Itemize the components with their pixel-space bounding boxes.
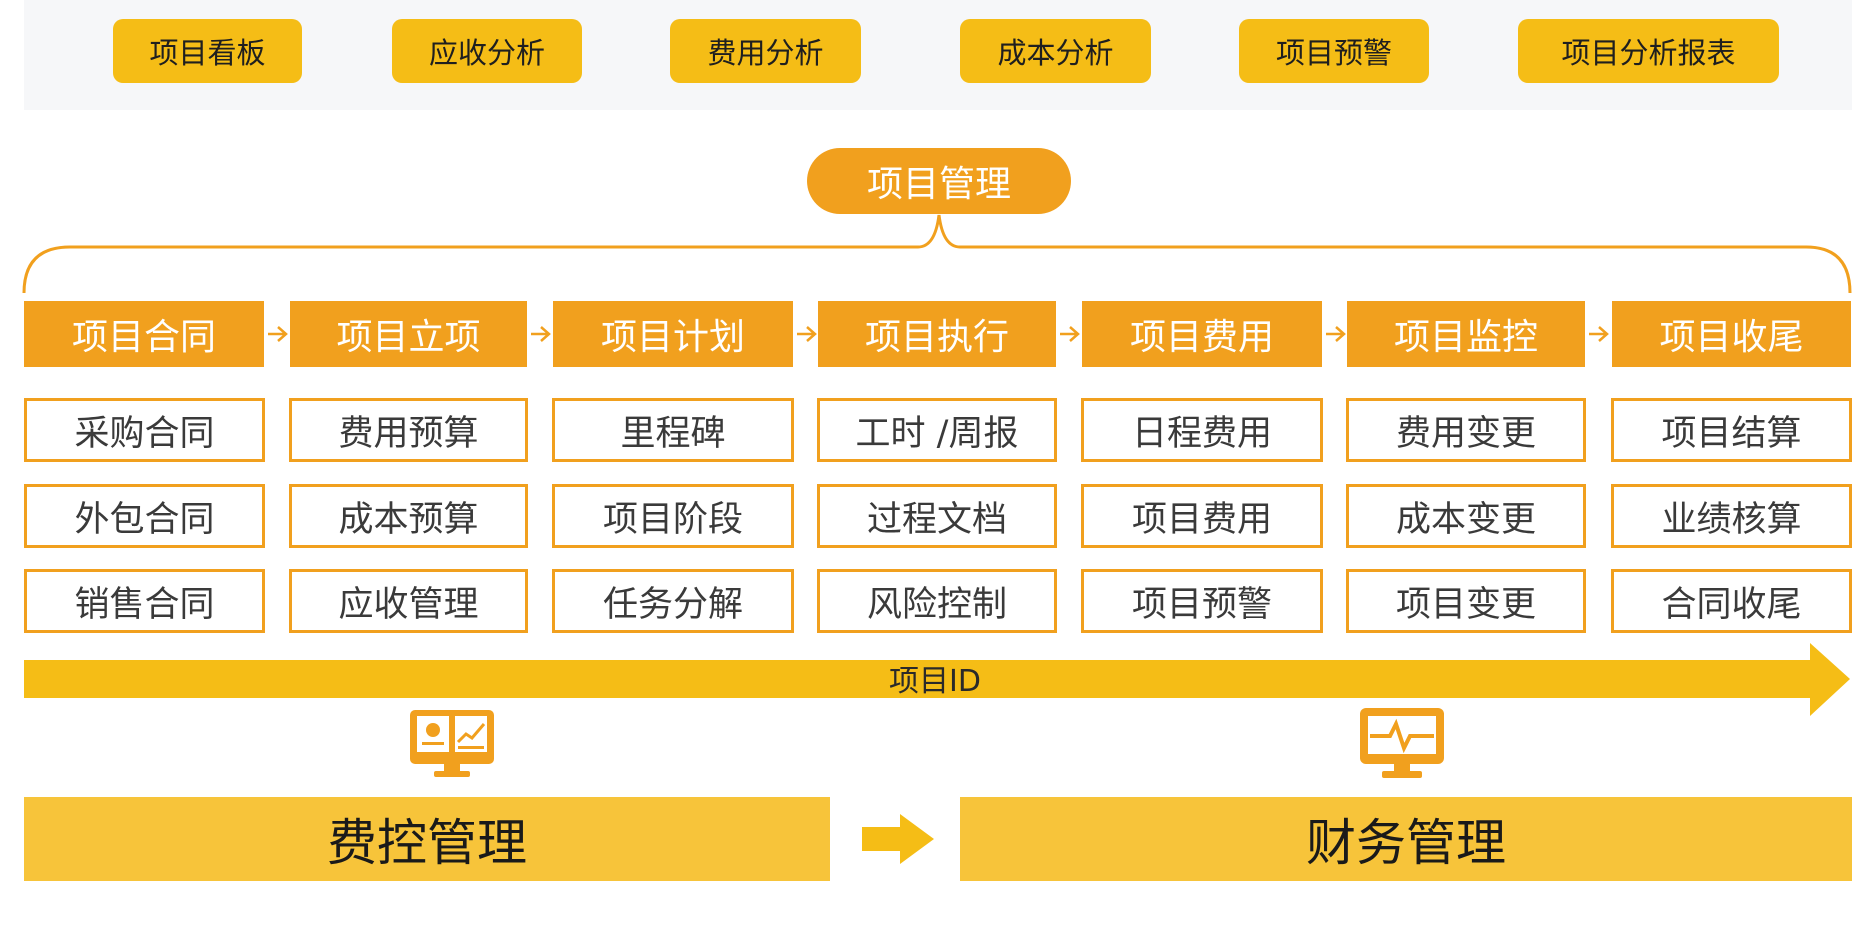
- nav-expense-analysis[interactable]: 费用分析: [670, 19, 861, 83]
- item-project-warning: 项目预警: [1081, 569, 1323, 633]
- nav-project-dashboard[interactable]: 项目看板: [113, 19, 302, 83]
- stage-closing: 项目收尾: [1612, 301, 1851, 367]
- item-project-change: 项目变更: [1346, 569, 1586, 633]
- chevron-right-icon: [1589, 326, 1609, 342]
- chevron-right-icon: [1060, 326, 1080, 342]
- chevron-right-icon: [531, 326, 551, 342]
- item-milestone: 里程碑: [552, 398, 794, 462]
- expense-control-management: 费控管理: [24, 797, 830, 881]
- monitor-pulse-icon: [1360, 708, 1444, 778]
- item-receivable-management: 应收管理: [289, 569, 528, 633]
- item-expense-change: 费用变更: [1346, 398, 1586, 462]
- item-purchase-contract: 采购合同: [24, 398, 265, 462]
- item-expense-budget: 费用预算: [289, 398, 528, 462]
- project-management-hub: 项目管理: [807, 148, 1071, 214]
- item-project-phase: 项目阶段: [552, 484, 794, 548]
- stage-execution: 项目执行: [818, 301, 1056, 367]
- item-contract-closing: 合同收尾: [1611, 569, 1852, 633]
- stage-expense: 项目费用: [1082, 301, 1322, 367]
- item-sales-contract: 销售合同: [24, 569, 265, 633]
- nav-project-report[interactable]: 项目分析报表: [1518, 19, 1779, 83]
- item-task-breakdown: 任务分解: [552, 569, 794, 633]
- hub-brace: [22, 214, 1852, 294]
- item-hours-weekly-report: 工时 /周报: [817, 398, 1057, 462]
- project-id-label: 项目ID: [889, 664, 981, 699]
- chevron-right-icon: [1326, 326, 1346, 342]
- stage-monitoring: 项目监控: [1347, 301, 1585, 367]
- chevron-right-icon: [797, 326, 817, 342]
- item-project-settlement: 项目结算: [1611, 398, 1852, 462]
- item-daily-expense: 日程费用: [1081, 398, 1323, 462]
- monitor-dashboard-icon: [410, 710, 494, 777]
- nav-project-warning[interactable]: 项目预警: [1239, 19, 1429, 83]
- chevron-right-icon: [268, 326, 288, 342]
- nav-cost-analysis[interactable]: 成本分析: [960, 19, 1151, 83]
- item-risk-control: 风险控制: [817, 569, 1057, 633]
- stage-contract: 项目合同: [24, 301, 264, 367]
- item-process-documents: 过程文档: [817, 484, 1057, 548]
- item-cost-budget: 成本预算: [289, 484, 528, 548]
- item-outsourcing-contract: 外包合同: [24, 484, 265, 548]
- stage-initiation: 项目立项: [290, 301, 527, 367]
- item-project-expense: 项目费用: [1081, 484, 1323, 548]
- arrow-right-icon: [862, 814, 934, 864]
- project-id-arrow: [24, 643, 1850, 716]
- item-cost-change: 成本变更: [1346, 484, 1586, 548]
- stage-planning: 项目计划: [553, 301, 793, 367]
- item-performance-accounting: 业绩核算: [1611, 484, 1852, 548]
- financial-management: 财务管理: [960, 797, 1852, 881]
- nav-receivable-analysis[interactable]: 应收分析: [392, 19, 582, 83]
